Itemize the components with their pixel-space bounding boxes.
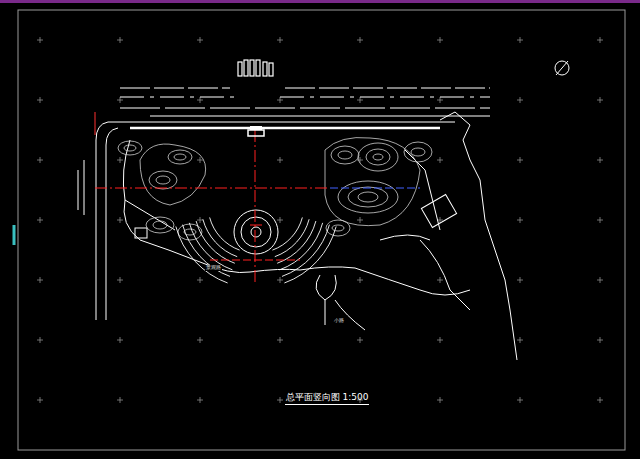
grid-cross [37, 217, 43, 223]
grid-cross [197, 217, 203, 223]
grid-cross [277, 397, 283, 403]
side-mark [13, 225, 16, 245]
seat-row [196, 221, 235, 263]
path-label: 小路 [333, 318, 345, 324]
road [78, 88, 490, 320]
grid-cross [517, 157, 523, 163]
grid-cross [357, 217, 363, 223]
grid-cross [437, 337, 443, 343]
grid-cross [197, 337, 203, 343]
grid-cross [197, 277, 203, 283]
grid-cross [437, 37, 443, 43]
seat-row [284, 226, 336, 283]
grid-cross [277, 97, 283, 103]
grid-cross [117, 157, 123, 163]
grid-cross [37, 37, 43, 43]
grid-cross [197, 37, 203, 43]
grid-cross [517, 337, 523, 343]
grid-cross [437, 157, 443, 163]
grid-cross [117, 277, 123, 283]
grid-cross [597, 337, 603, 343]
grid-cross [277, 337, 283, 343]
grid-cross [517, 37, 523, 43]
grid-cross [117, 337, 123, 343]
seat-row [272, 217, 302, 250]
parking [238, 60, 273, 76]
grid-cross [117, 397, 123, 403]
seat-row [282, 225, 329, 277]
seat-row [203, 219, 237, 256]
site-boundary [123, 112, 517, 360]
drawing-frame [18, 10, 625, 450]
grid-cross [437, 397, 443, 403]
grid-cross [117, 37, 123, 43]
grid-cross [597, 157, 603, 163]
grid-cross [277, 277, 283, 283]
entry-wall [248, 128, 264, 136]
seat-row [176, 226, 228, 283]
path-label: 景观路 [205, 265, 222, 271]
grid-cross [37, 157, 43, 163]
grid-cross [197, 397, 203, 403]
north-arrow [555, 61, 569, 75]
axis-lines [95, 130, 420, 285]
grid-cross [517, 277, 523, 283]
grid-cross [357, 37, 363, 43]
seat-row [183, 225, 230, 277]
grid-cross [597, 397, 603, 403]
grid-cross [597, 217, 603, 223]
seat-row [275, 219, 309, 256]
grid-cross [37, 277, 43, 283]
grid-cross [437, 277, 443, 283]
grid-cross [357, 97, 363, 103]
window-bar [0, 0, 640, 3]
drawing-title: 总平面竖向图 1:500 [285, 393, 370, 405]
grid-cross [357, 337, 363, 343]
grid-cross [437, 97, 443, 103]
grid-cross [277, 217, 283, 223]
grid-cross [597, 97, 603, 103]
grid-cross [277, 37, 283, 43]
grid-cross [357, 277, 363, 283]
seat-row [277, 221, 316, 263]
grid-cross [517, 217, 523, 223]
grid-cross [517, 97, 523, 103]
contours [118, 138, 432, 241]
seat-row [210, 217, 240, 250]
grid-cross [197, 97, 203, 103]
seating-arcs [176, 217, 336, 283]
grid-cross [117, 217, 123, 223]
grid-cross [277, 157, 283, 163]
grid-cross [517, 397, 523, 403]
grid-cross [597, 277, 603, 283]
grid-crosses [37, 37, 603, 403]
grid-cross [37, 97, 43, 103]
grid-cross [597, 37, 603, 43]
grid-cross [37, 397, 43, 403]
central-stage [234, 210, 278, 254]
grid-cross [117, 97, 123, 103]
grid-cross [37, 337, 43, 343]
